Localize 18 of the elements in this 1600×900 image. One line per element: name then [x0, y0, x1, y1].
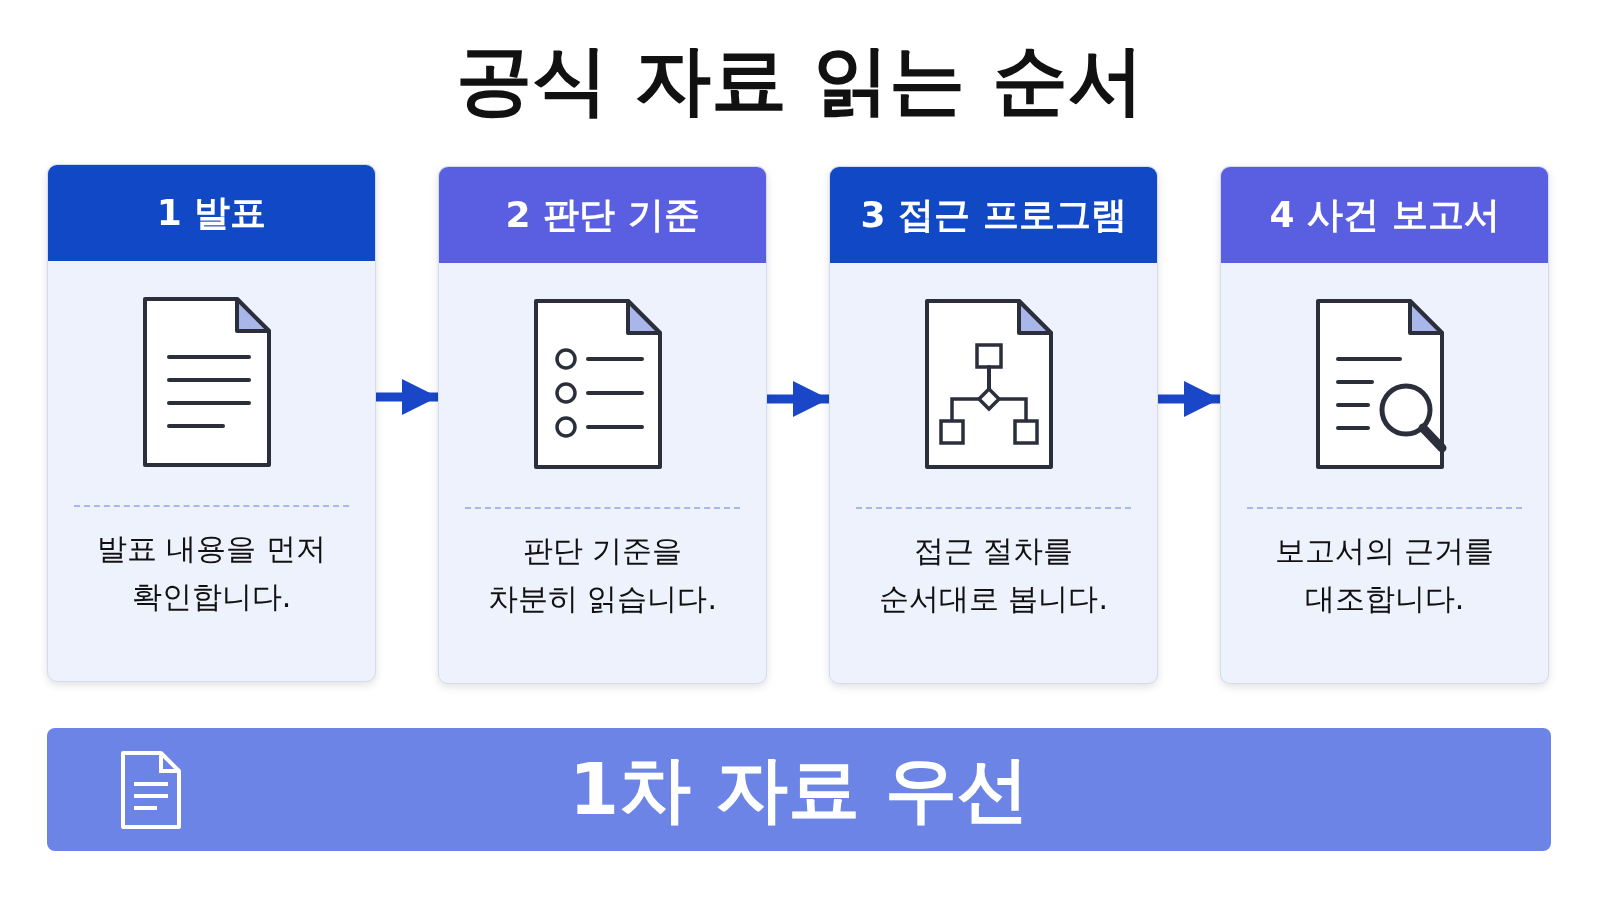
step-card: [1220, 166, 1549, 684]
step-card: [47, 164, 376, 682]
card-header: 3 접근 프로그램: [830, 167, 1157, 263]
step-card: [438, 166, 767, 684]
arrow: [1158, 381, 1220, 418]
card-text: 보고서의 근거를 대조합니다.: [1273, 532, 1496, 618]
step-card: [829, 166, 1158, 684]
banner: [47, 728, 1551, 851]
card-text: 발표 내용을 먼저 확인합니다.: [95, 530, 328, 616]
card-header: 2 판단 기준: [439, 167, 766, 263]
banner-text: 1차 자료 우선: [568, 745, 1030, 833]
arrow: [767, 381, 829, 418]
card-text: 접근 절차를 순서대로 봅니다.: [877, 532, 1110, 618]
card-header: 1 발표: [48, 165, 375, 261]
card-text: 판단 기준을 차분히 읽습니다.: [486, 532, 719, 618]
arrow: [376, 379, 438, 416]
card-header: 4 사건 보고서: [1221, 167, 1548, 263]
title: 공식 자료 읽는 순서: [456, 34, 1144, 126]
